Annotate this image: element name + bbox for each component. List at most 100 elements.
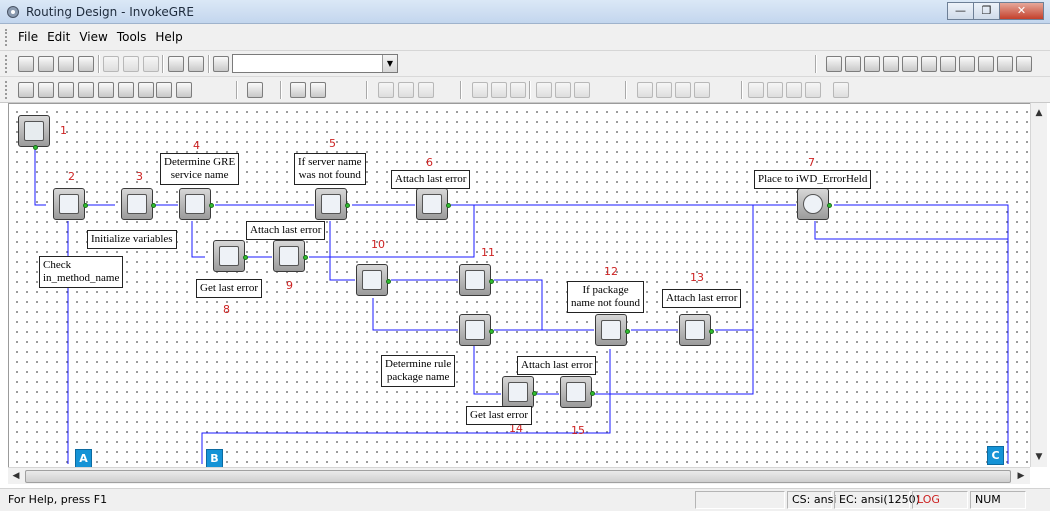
stop-icon[interactable] [78,82,94,98]
goto-icon[interactable] [826,56,842,72]
align-top-icon[interactable] [536,82,552,98]
node-number: 10 [371,238,385,251]
link2-icon[interactable] [398,82,414,98]
group-icon[interactable] [833,82,849,98]
formula-icon[interactable] [247,82,263,98]
space-h-icon[interactable] [656,82,672,98]
order2-icon[interactable] [767,82,783,98]
save-icon[interactable] [38,56,54,72]
document-icon[interactable] [978,56,994,72]
table-icon[interactable] [38,82,54,98]
cut-icon[interactable] [103,56,119,72]
link-icon[interactable] [378,82,394,98]
window-title: Routing Design - InvokeGRE [26,5,194,19]
label-determine-gre: Determine GRE service name [160,153,240,185]
paperclip-icon [566,382,586,402]
arrow-icon [321,194,341,214]
restore-button[interactable]: ❐ [973,2,1000,20]
align-right-icon[interactable] [510,82,526,98]
calendar-icon[interactable] [921,56,937,72]
export-icon[interactable] [1016,56,1032,72]
space-v-icon[interactable] [637,82,653,98]
mail-icon[interactable] [118,82,134,98]
attach-node[interactable] [679,314,714,346]
if-node[interactable] [595,314,630,346]
if-node[interactable] [315,188,350,220]
align-left-icon[interactable] [472,82,488,98]
object-icon[interactable] [940,56,956,72]
function-icon[interactable] [902,56,918,72]
attach-node[interactable] [416,188,451,220]
attach-node[interactable] [560,376,595,408]
menu-help[interactable]: Help [155,30,183,44]
connector-c[interactable]: C [987,446,1004,465]
routing-icon[interactable] [18,82,34,98]
copy-icon[interactable] [123,56,139,72]
menu-tools[interactable]: Tools [116,30,147,44]
label-get-error-14: Get last error [466,406,533,425]
find-icon[interactable] [188,56,204,72]
connector-a[interactable]: A [75,449,92,467]
vertical-scrollbar[interactable]: ▲ ▼ [1030,103,1047,467]
lock-icon[interactable] [58,56,74,72]
function-node[interactable] [53,188,88,220]
paperclip-icon [422,194,442,214]
scroll-down-icon[interactable]: ▼ [1035,452,1043,462]
multi-assign-node[interactable] [179,188,214,220]
window-controls: — ❐ ✕ [947,2,1044,20]
filter-icon[interactable] [864,56,880,72]
align-center-icon[interactable] [491,82,507,98]
order3-icon[interactable] [786,82,802,98]
close-button[interactable]: ✕ [999,2,1044,20]
list-icon[interactable] [883,56,899,72]
label-attach-13: Attach last error [662,289,742,308]
assign-node[interactable] [121,188,156,220]
if-node[interactable] [356,264,391,296]
minimize-button[interactable]: — [947,2,974,20]
flow-icon[interactable] [290,82,306,98]
attach-node[interactable] [273,240,308,272]
port-dot [303,255,308,260]
scroll-up-icon[interactable]: ▲ [1035,108,1043,118]
toolbar-separator [625,81,627,99]
get-error-node[interactable] [213,240,248,272]
chevron-down-icon[interactable]: ▼ [382,55,397,72]
binoculars-icon[interactable] [213,56,229,72]
unlink-icon[interactable] [418,82,434,98]
edit-icon[interactable] [997,56,1013,72]
menu-edit[interactable]: Edit [47,30,71,44]
align-bottom-icon[interactable] [574,82,590,98]
place-node[interactable] [797,188,832,220]
menu-file[interactable]: File [18,30,39,44]
toolbar-separator [236,81,238,99]
entry-node[interactable] [18,115,50,150]
chat-icon[interactable] [138,82,154,98]
design-canvas[interactable]: 1 2 3 4 5 6 7 8 9 10 [8,103,1030,467]
image-icon[interactable] [959,56,975,72]
menu-view[interactable]: View [79,30,108,44]
scroll-thumb[interactable] [25,470,1011,483]
align-middle-icon[interactable] [555,82,571,98]
unlock-icon[interactable] [78,56,94,72]
order-icon[interactable] [748,82,764,98]
horizontal-scrollbar[interactable]: ◀ ▶ [8,467,1030,484]
check-icon[interactable] [310,82,326,98]
connector-b[interactable]: B [206,449,223,467]
same-width-icon[interactable] [675,82,691,98]
exit-icon[interactable] [845,56,861,72]
paste-icon[interactable] [143,56,159,72]
multi-assign-node[interactable] [459,314,494,346]
assign-node[interactable] [459,264,494,296]
traffic-light-icon[interactable] [98,82,114,98]
scroll-right-icon[interactable]: ▶ [1017,471,1025,481]
scroll-left-icon[interactable]: ◀ [12,471,20,481]
blocks-icon[interactable] [176,82,192,98]
same-height-icon[interactable] [694,82,710,98]
order4-icon[interactable] [805,82,821,98]
search-combo[interactable]: ▼ [232,54,398,73]
balls-icon[interactable] [156,82,172,98]
print-icon[interactable] [168,56,184,72]
open-icon[interactable] [18,56,34,72]
compass-icon[interactable] [58,82,74,98]
get-error-node[interactable] [502,376,537,408]
